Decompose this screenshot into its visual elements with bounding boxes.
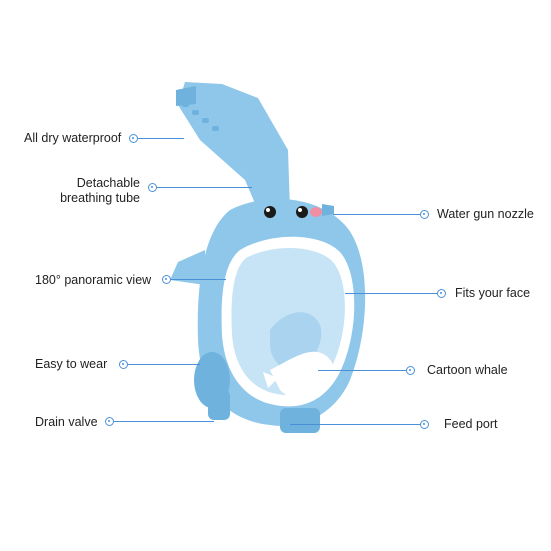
callout-water-gun-label: Water gun nozzle [437,207,534,221]
callout-drain-valve-label: Drain valve [35,415,98,429]
whale-decoration [263,351,335,401]
cartoon-face [264,204,334,218]
callout-feed-port-label: Feed port [444,417,498,431]
callout-detachable-tube-line1: Detachable [76,176,140,190]
callout-fits-face-marker [437,289,446,298]
callout-drain-valve-line [114,421,214,422]
callout-feed-port-line [290,424,420,425]
callout-panoramic-view-label: 180° panoramic view [35,273,152,287]
callout-all-dry-waterproof-marker [129,134,138,143]
callout-water-gun-marker [420,210,429,219]
callout-detachable-tube-marker [148,183,157,192]
callout-detachable-tube-label: Detachable breathing tube [52,176,140,206]
breathing-tube [176,82,290,215]
callout-drain-valve-marker [105,417,114,426]
callout-fits-face-line [345,293,437,294]
callout-all-dry-waterproof-label: All dry waterproof [24,131,122,145]
callout-panoramic-view-line [171,279,226,280]
callout-panoramic-view-marker [162,275,171,284]
callout-water-gun-line [333,214,420,215]
callout-cartoon-whale-label: Cartoon whale [427,363,508,377]
callout-easy-to-wear-marker [119,360,128,369]
callout-cartoon-whale-line [318,370,406,371]
callout-easy-to-wear-label: Easy to wear [35,357,108,371]
callout-feed-port-marker [420,420,429,429]
callout-detachable-tube-line [157,187,252,188]
callout-cartoon-whale-marker [406,366,415,375]
callout-fits-face-label: Fits your face [455,286,531,300]
callout-easy-to-wear-line [128,364,200,365]
callout-all-dry-waterproof-line [138,138,184,139]
callout-detachable-tube-line2: breathing tube [60,191,140,205]
